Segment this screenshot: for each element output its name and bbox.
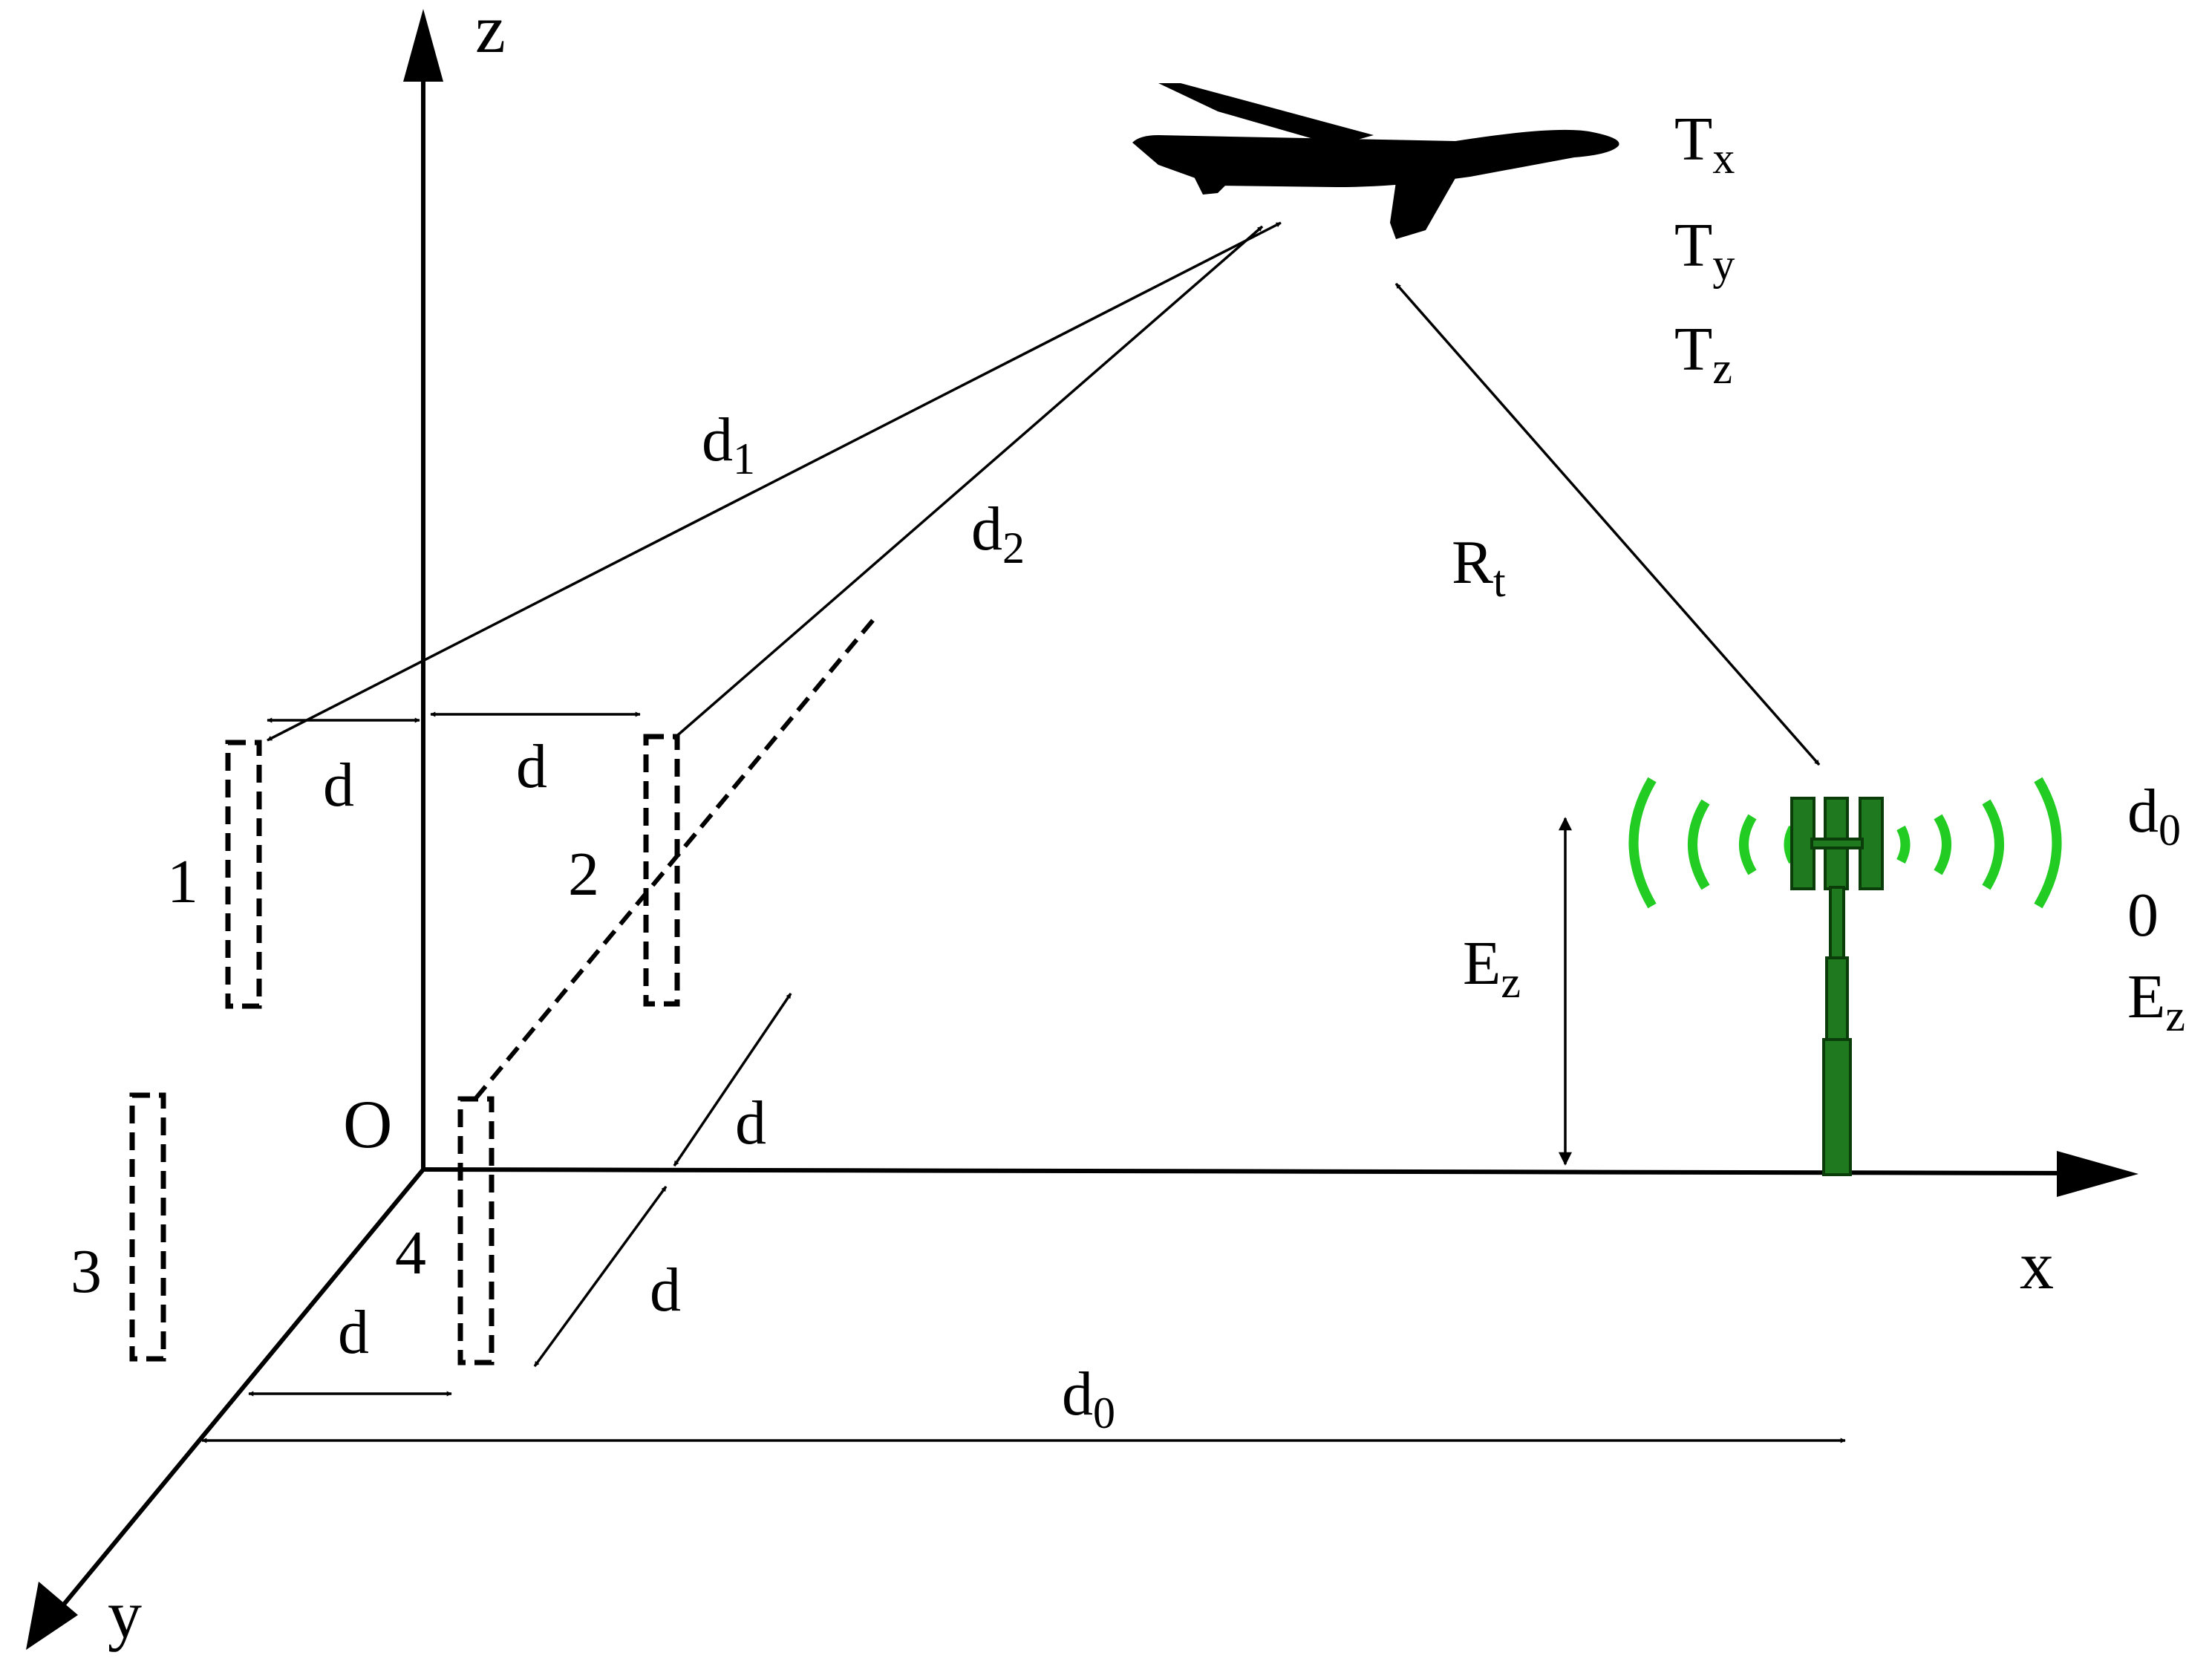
antenna-label-1: 1 <box>167 847 198 916</box>
aircraft-coord-z: Tz <box>1674 315 1732 393</box>
tower-coord-z: Ez <box>2127 962 2185 1040</box>
antenna-element-1 <box>225 740 262 1009</box>
aircraft-coordinates: Tx Ty Tz <box>1674 105 1735 393</box>
antenna-element-3 <box>129 1092 166 1362</box>
aircraft-tail <box>1188 165 1233 195</box>
antenna-label-2: 2 <box>568 840 599 909</box>
path-d1-arrow <box>267 221 1282 742</box>
radio-waves-icon <box>1628 777 2062 909</box>
tower-coord-x: d0 <box>2127 777 2181 855</box>
cell-tower-icon <box>1628 777 2062 1176</box>
dashed-projection-line <box>473 615 878 1100</box>
spacing-label-2: d <box>516 732 547 801</box>
y-axis-label: y <box>108 1576 142 1652</box>
aircraft-main-wing <box>1390 178 1455 239</box>
x-axis <box>423 1167 2080 1175</box>
axes: z x y O <box>26 0 2138 1652</box>
path-d2-label: d2 <box>971 495 1025 572</box>
spacing-arrow-x-diagonal-lower <box>533 1185 668 1368</box>
x-axis-arrowhead <box>2057 1151 2138 1197</box>
aircraft-coord-x: Tx <box>1674 105 1735 183</box>
antenna-array: 1 2 3 4 <box>71 734 680 1366</box>
path-rt-label: Rt <box>1452 528 1506 606</box>
ground-distance: d0 <box>201 1360 1846 1443</box>
tower-coord-y: 0 <box>2127 881 2159 950</box>
aircraft-fuselage <box>1132 129 1619 187</box>
aircraft-upper-wing <box>1158 83 1374 146</box>
spacing-arrow-x-diagonal-upper <box>673 993 792 1167</box>
signal-paths: d1 d2 Rt <box>267 221 1821 766</box>
path-rt-arrow <box>1394 282 1821 766</box>
tower-coordinates: d0 0 Ez <box>2127 777 2185 1040</box>
y-axis <box>50 1168 425 1620</box>
aircraft-stabilizer <box>1192 141 1255 160</box>
origin-label: O <box>343 1086 392 1162</box>
antenna-element-2 <box>643 734 680 1007</box>
antenna-element-4 <box>457 1096 495 1366</box>
spacing-label-4: d <box>650 1256 681 1325</box>
spacing-label-1: d <box>323 751 354 820</box>
antenna-label-4: 4 <box>395 1218 426 1288</box>
path-d1-label: d1 <box>702 405 755 483</box>
antenna-label-3: 3 <box>71 1237 102 1306</box>
spacing-label-5: d <box>338 1298 369 1367</box>
tower-height: Ez <box>1463 817 1572 1166</box>
ground-distance-label: d0 <box>1062 1360 1115 1438</box>
x-axis-label: x <box>2020 1227 2054 1303</box>
y-axis-arrowhead <box>26 1582 78 1650</box>
aircraft-icon <box>1132 83 1619 239</box>
path-d2-arrow <box>672 225 1264 740</box>
z-axis-label: z <box>475 0 506 67</box>
tower-height-label: Ez <box>1463 929 1521 1007</box>
spacing-label-3: d <box>735 1089 766 1158</box>
aircraft-coord-y: Ty <box>1674 211 1735 289</box>
z-axis-arrowhead <box>403 9 443 82</box>
